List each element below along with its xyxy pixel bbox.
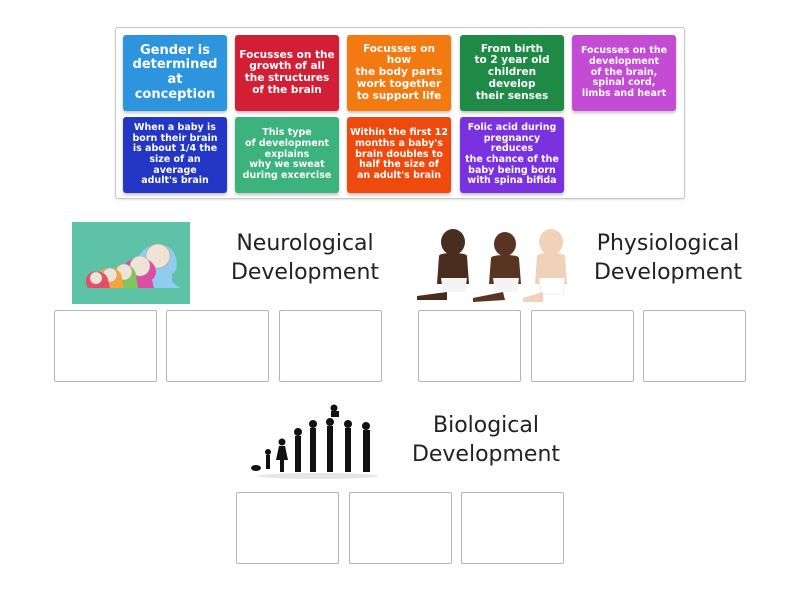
group-title-physiological: Physiological Development — [593, 231, 743, 285]
three-babies-photo — [413, 222, 579, 304]
draggable-card[interactable]: Gender is determined at conception — [123, 35, 227, 111]
drop-slot[interactable] — [349, 492, 452, 564]
draggable-card[interactable]: Focusses on the growth of all the struct… — [235, 35, 339, 111]
drop-slot[interactable] — [418, 310, 521, 382]
group-title-biological: Biological Development — [411, 413, 561, 467]
draggable-card[interactable]: Within the first 12 months a baby's brai… — [347, 117, 451, 193]
drop-slot[interactable] — [643, 310, 746, 382]
drop-slot[interactable] — [531, 310, 634, 382]
draggable-card[interactable]: Folic acid during pregnancy reduces the … — [460, 117, 564, 193]
life-stages-silhouettes — [248, 400, 383, 482]
drop-slot[interactable] — [279, 310, 382, 382]
heads-brains-illustration — [72, 222, 190, 304]
card-bank: Gender is determined at conception Focus… — [115, 27, 685, 199]
drop-slot[interactable] — [54, 310, 157, 382]
drop-slot[interactable] — [461, 492, 564, 564]
drop-slot[interactable] — [166, 310, 269, 382]
draggable-card[interactable]: From birth to 2 year old children develo… — [460, 35, 564, 111]
draggable-card[interactable]: When a baby is born their brain is about… — [123, 117, 227, 193]
group-title-neurological: Neurological Development — [230, 231, 380, 285]
drop-slot[interactable] — [236, 492, 339, 564]
draggable-card[interactable]: This type of development explains why we… — [235, 117, 339, 193]
draggable-card[interactable]: Focusses on how the body parts work toge… — [347, 35, 451, 111]
draggable-card[interactable]: Focusses on the development of the brain… — [572, 35, 676, 111]
